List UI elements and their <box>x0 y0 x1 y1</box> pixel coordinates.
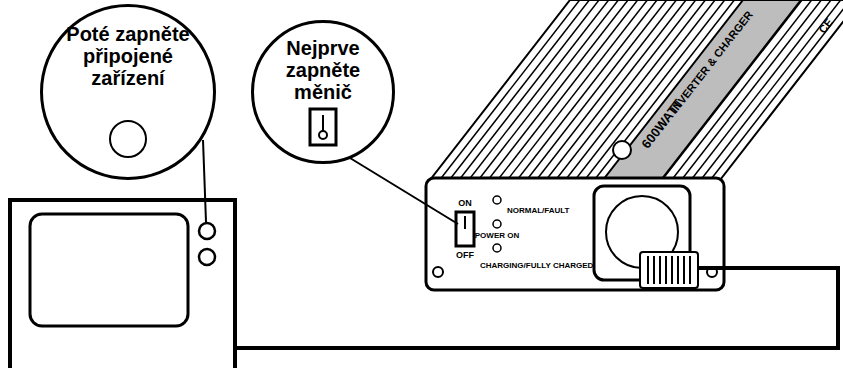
ridge <box>647 256 649 284</box>
tv-set <box>10 200 235 368</box>
ridge <box>677 256 679 284</box>
power-switch <box>456 212 474 246</box>
leader-line <box>350 158 458 224</box>
plug-ridges <box>648 256 690 284</box>
led <box>493 196 501 204</box>
tv-power-button <box>199 223 215 239</box>
callout-text: Nejprve zapněte měnič <box>264 37 382 103</box>
inverter-body <box>430 0 843 180</box>
front-panel <box>426 178 724 290</box>
led-label: CHARGING/FULLY CHARGED <box>480 262 593 270</box>
led <box>493 220 501 228</box>
led-label: NORMAL/FAULT <box>507 207 570 215</box>
switch-lever <box>464 216 466 229</box>
ridge <box>671 256 673 284</box>
tv-screen <box>30 214 188 326</box>
tv-knob <box>199 249 215 265</box>
ridge <box>659 256 661 284</box>
ridge <box>653 256 655 284</box>
switch-label: ON <box>458 199 472 208</box>
callout-text: Poté zapněte připojené zařízení <box>66 23 190 89</box>
ce-mark: CE <box>817 17 835 36</box>
screw <box>433 267 443 277</box>
ridge <box>689 256 691 284</box>
label-band <box>603 0 801 180</box>
logo <box>613 141 631 159</box>
power-cable <box>235 268 838 348</box>
leader-line <box>203 140 206 222</box>
led-label: POWER ON <box>475 232 519 240</box>
callout-circle: Nejprve zapněte měnič <box>251 20 395 164</box>
led <box>493 244 501 252</box>
callout-circle: Poté zapněte připojené zařízení <box>40 4 216 180</box>
ridge <box>665 256 667 284</box>
switch-label: OFF <box>456 251 474 260</box>
ridge <box>683 256 685 284</box>
plug <box>640 252 698 288</box>
